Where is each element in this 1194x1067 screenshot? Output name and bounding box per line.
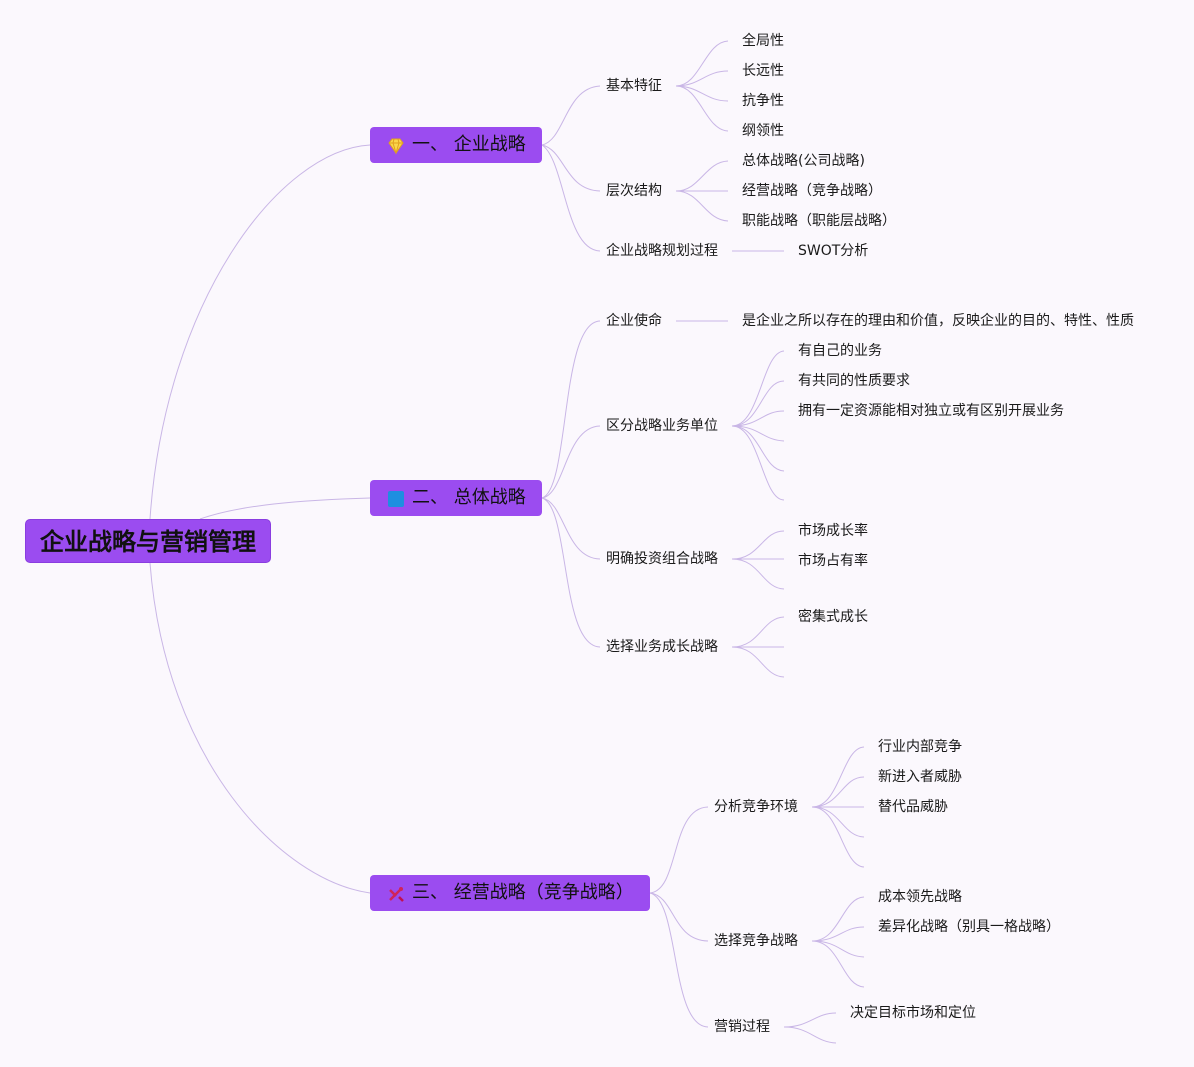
leaf-node[interactable]: 拥有一定资源能相对独立或有区别开展业务	[798, 403, 1064, 419]
branch-node-enterprise-strategy[interactable]: 一、 企业战略	[370, 127, 542, 163]
leaf-node[interactable]: 替代品威胁	[878, 799, 948, 815]
leaf-node[interactable]: 职能战略（职能层战略）	[742, 213, 896, 229]
topic-node[interactable]: 企业战略规划过程	[606, 243, 718, 259]
leaf-node[interactable]: 长远性	[742, 63, 784, 79]
blue-square-icon	[386, 486, 406, 507]
topic-node[interactable]: 营销过程	[714, 1019, 770, 1035]
leaf-node[interactable]: 决定目标市场和定位	[850, 1005, 976, 1021]
branch-label: 三、 经营战略（竞争战略）	[412, 882, 634, 903]
branch-node-business-strategy[interactable]: 三、 经营战略（竞争战略）	[370, 875, 650, 911]
tools-icon	[386, 881, 406, 902]
topic-node[interactable]: 选择竞争战略	[714, 933, 798, 949]
branch-label: 一、 企业战略	[412, 134, 526, 155]
diamond-icon	[386, 133, 406, 155]
leaf-node[interactable]: 行业内部竞争	[878, 739, 962, 755]
branch-label: 二、 总体战略	[412, 487, 526, 508]
leaf-node[interactable]: 全局性	[742, 33, 784, 49]
branch-node-overall-strategy[interactable]: 二、 总体战略	[370, 480, 542, 516]
leaf-node[interactable]: 密集式成长	[798, 609, 868, 625]
leaf-node[interactable]: 是企业之所以存在的理由和价值，反映企业的目的、特性、性质	[742, 313, 1134, 329]
leaf-node[interactable]: 市场成长率	[798, 523, 868, 539]
topic-node[interactable]: 分析竞争环境	[714, 799, 798, 815]
topic-node[interactable]: 基本特征	[606, 78, 662, 94]
topic-node[interactable]: 区分战略业务单位	[606, 418, 718, 434]
topic-node[interactable]: 层次结构	[606, 183, 662, 199]
leaf-node[interactable]: 市场占有率	[798, 553, 868, 569]
leaf-node[interactable]: 差异化战略（别具一格战略）	[878, 919, 1060, 935]
leaf-node[interactable]: 成本领先战略	[878, 889, 962, 905]
topic-node[interactable]: 企业使命	[606, 313, 662, 329]
leaf-node[interactable]: 经营战略（竞争战略）	[742, 183, 882, 199]
leaf-node[interactable]: 总体战略(公司战略)	[742, 153, 865, 169]
topic-node[interactable]: 明确投资组合战略	[606, 551, 718, 567]
leaf-node[interactable]: 纲领性	[742, 123, 784, 139]
root-node[interactable]: 企业战略与营销管理	[25, 519, 271, 563]
topic-node[interactable]: 选择业务成长战略	[606, 639, 718, 655]
leaf-node[interactable]: 有共同的性质要求	[798, 373, 910, 389]
leaf-node[interactable]: 有自己的业务	[798, 343, 882, 359]
leaf-node[interactable]: 抗争性	[742, 93, 784, 109]
leaf-node[interactable]: 新进入者威胁	[878, 769, 962, 785]
leaf-node[interactable]: SWOT分析	[798, 243, 869, 259]
